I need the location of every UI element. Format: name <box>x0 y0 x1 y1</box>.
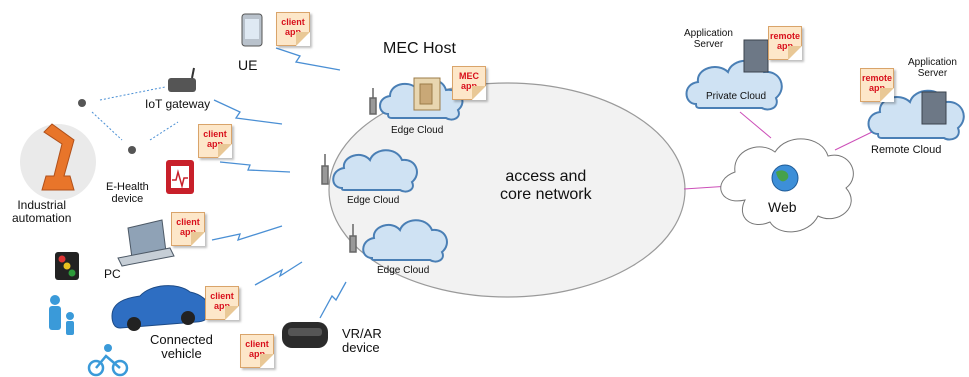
industrial-label-line2: automation <box>12 211 72 226</box>
laptop-icon <box>117 219 175 267</box>
mec-host-label: MEC Host <box>383 40 456 57</box>
remote-app-note-remote: remote app <box>860 68 894 102</box>
car-icon <box>111 285 211 331</box>
edge-cloud-shape-2 <box>332 149 418 193</box>
pc-label: PC <box>104 267 121 281</box>
app-server-2-line2: Server <box>917 68 948 79</box>
traffic-light-icon <box>55 252 79 280</box>
connected-label-line1: Connected <box>150 332 213 347</box>
vr-headset-icon <box>282 322 328 348</box>
phone-icon <box>241 13 263 47</box>
edge-cloud-label-3: Edge Cloud <box>377 265 430 276</box>
app-server-label-1: Application Server <box>684 28 733 50</box>
ehealth-label-line2: device <box>111 193 144 206</box>
mec-app-note: MEC app <box>452 66 486 100</box>
server-icon <box>743 39 947 125</box>
vrar-label: VR/AR device <box>342 326 382 356</box>
iot-links <box>91 86 179 141</box>
client-app-note-pc: client app <box>171 212 205 246</box>
client-app-note-vrar: client app <box>240 334 274 368</box>
remote-app-note-private: remote app <box>768 26 802 60</box>
iot-gateway-label: IoT gateway <box>145 97 211 111</box>
access-core-label: access and core network <box>500 168 592 203</box>
app-server-2-line1: Application <box>908 57 957 68</box>
vrar-label-line1: VR/AR <box>342 326 382 341</box>
web-label: Web <box>768 199 797 215</box>
cyclist-icon <box>87 344 129 377</box>
remote-cloud-label: Remote Cloud <box>871 144 942 156</box>
connected-label-line2: vehicle <box>161 346 202 362</box>
vrar-label-line2: device <box>342 340 380 356</box>
edge-cloud-label-2: Edge Cloud <box>347 195 400 206</box>
antenna-icon <box>321 88 377 253</box>
edge-cloud-label-1: Edge Cloud <box>391 125 444 136</box>
sensor-icon <box>78 99 136 154</box>
globe-icon <box>771 164 799 192</box>
industrial-label-line1: Industrial <box>17 198 67 212</box>
robot-arm-icon <box>20 123 96 200</box>
family-icon <box>49 295 74 335</box>
router-icon <box>168 67 196 92</box>
industrial-label: Industrial automation <box>12 198 72 226</box>
app-server-label-2: Application Server <box>908 57 957 79</box>
wireless-links <box>211 47 347 319</box>
edge-cloud-shape-3 <box>362 219 448 263</box>
private-cloud-label: Private Cloud <box>706 91 767 102</box>
ehealth-icon <box>166 160 194 194</box>
access-label-line1: access and <box>505 168 587 185</box>
ehealth-label: E-Health device <box>106 181 149 205</box>
access-label-line2: core network <box>500 185 592 203</box>
app-server-1-line2: Server <box>693 39 724 50</box>
app-server-1-line1: Application <box>684 28 733 39</box>
client-app-note-ehealth: client app <box>198 124 232 158</box>
client-app-note-vehicle: client app <box>205 286 239 320</box>
mec-server-icon <box>413 77 441 111</box>
client-app-note-ue: client app <box>276 12 310 46</box>
ue-label: UE <box>238 57 258 73</box>
connected-vehicle-label: Connected vehicle <box>150 332 213 362</box>
ehealth-label-line1: E-Health <box>106 181 149 193</box>
